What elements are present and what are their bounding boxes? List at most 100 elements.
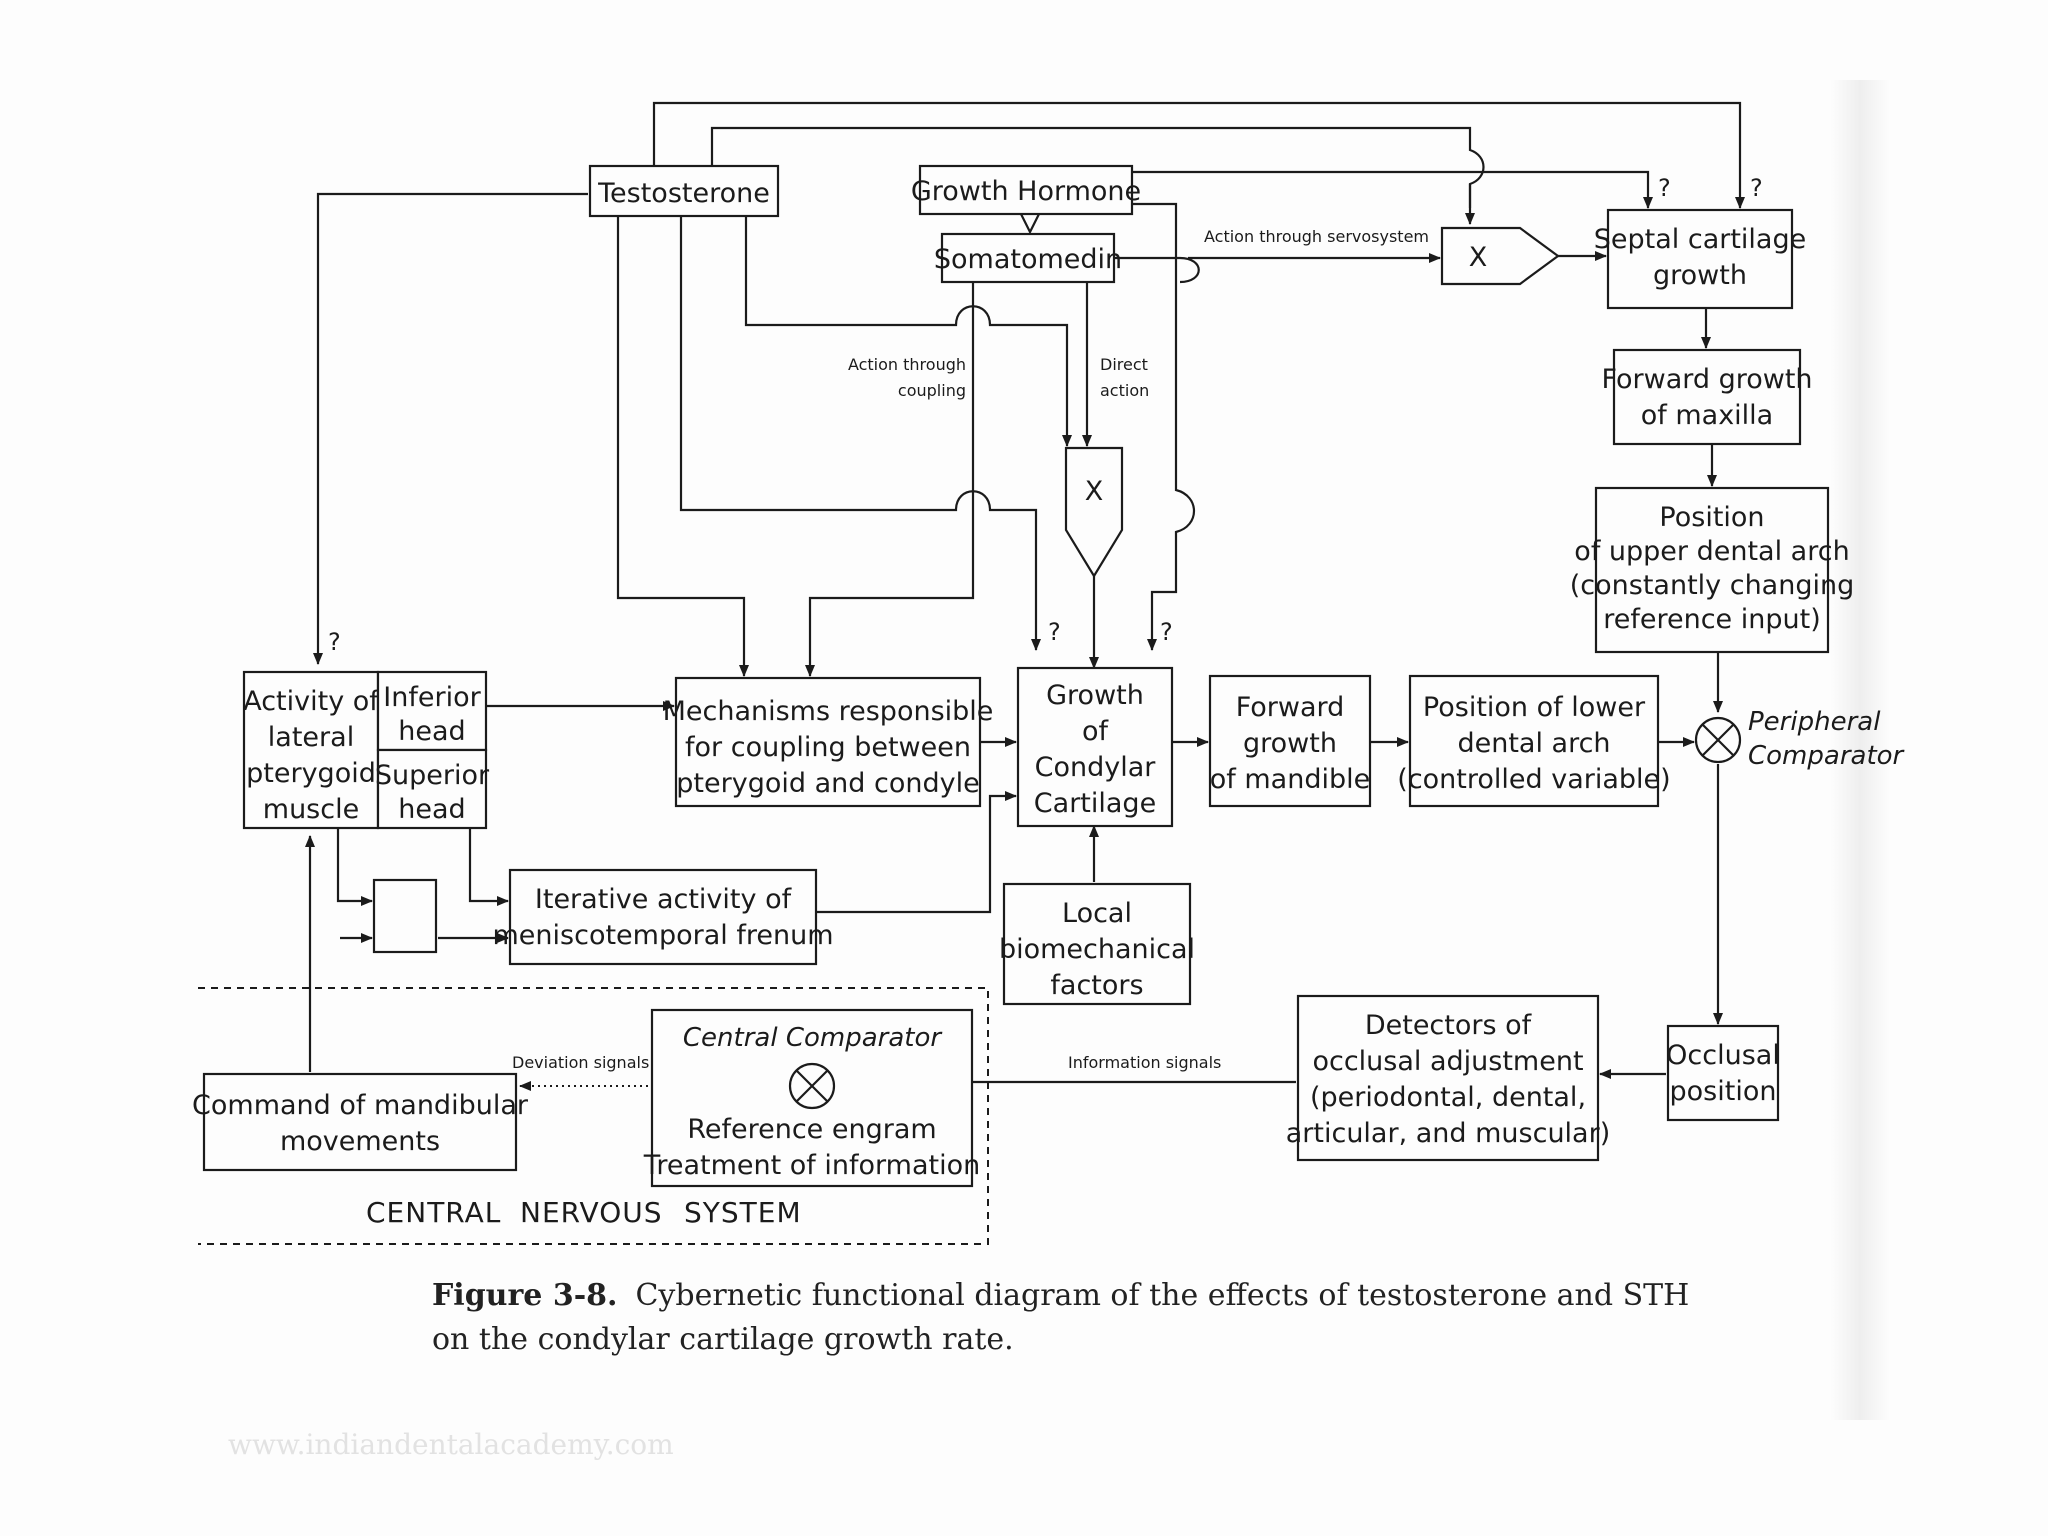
- septal-cartilage-box: Septal cartilage growth: [1594, 208, 1806, 310]
- command-label-2: movements: [280, 1126, 440, 1157]
- upper-arch-label-4: reference input): [1603, 604, 1821, 635]
- gh-to-condylar-line: [1132, 202, 1195, 651]
- coupling-action-label-2: coupling: [898, 381, 966, 400]
- maxilla-box: Forward growth of maxilla: [1601, 348, 1813, 446]
- inferior-head-box: Inferior head: [376, 670, 488, 752]
- lower-arch-box: Position of lower dental arch (controlle…: [1397, 674, 1671, 808]
- frenum-label-2: meniscotemporal frenum: [493, 920, 834, 951]
- detectors-label-2: occlusal adjustment: [1312, 1046, 1583, 1077]
- occlusal-position-box: Occlusal position: [1666, 1024, 1780, 1122]
- peripheral-label-1: Peripheral: [1748, 707, 1881, 737]
- somatomedin-servo-line: [1115, 256, 1200, 284]
- mandible-label-1: Forward: [1236, 692, 1345, 723]
- servo-multiplier-block: X: [1440, 226, 1560, 286]
- peripheral-comparator: Peripheral Comparator: [1694, 707, 1906, 771]
- septal-label-2: growth: [1653, 260, 1747, 291]
- local-factors-box: Local biomechanical factors: [999, 882, 1195, 1006]
- figure-number: Figure 3-8.: [432, 1278, 618, 1313]
- testosterone-to-multiplier-line: [710, 126, 1485, 208]
- testosterone-to-septal-line: [652, 101, 1745, 209]
- lower-arch-label-3: (controlled variable): [1397, 764, 1670, 795]
- peripheral-label-2: Comparator: [1748, 741, 1906, 771]
- pterygoid-label-2: lateral: [268, 722, 354, 753]
- pterygoid-to-small-box-line: [336, 828, 373, 906]
- direct-multiplier-label: X: [1085, 476, 1104, 507]
- mandible-label-2: growth: [1243, 728, 1337, 759]
- figure-caption: Figure 3-8.Cybernetic functional diagram…: [432, 1274, 1692, 1362]
- cns-label-system: SYSTEM: [684, 1196, 802, 1229]
- condylar-label-4: Cartilage: [1034, 788, 1156, 819]
- somatomedin-label: Somatomedin: [934, 244, 1122, 275]
- growth-hormone-box: Growth Hormone: [911, 164, 1141, 216]
- lower-arch-label-2: dental arch: [1457, 728, 1610, 759]
- occlusal-label-2: position: [1670, 1076, 1777, 1107]
- occlusal-label-1: Occlusal: [1666, 1040, 1780, 1071]
- inferior-head-label-2: head: [398, 716, 465, 747]
- condylar-unknown-mark-1: ?: [1048, 618, 1061, 646]
- detectors-label-4: articular, and muscular): [1286, 1118, 1611, 1149]
- superior-head-box: Superior head: [375, 748, 490, 830]
- gh-to-septal-line: [1132, 170, 1653, 209]
- condylar-unknown-mark-2: ?: [1160, 618, 1173, 646]
- detectors-label-1: Detectors of: [1365, 1010, 1533, 1041]
- maxilla-label-1: Forward growth: [1601, 364, 1812, 395]
- cns-label-nervous: NERVOUS: [520, 1196, 663, 1229]
- coupling-label-1: Mechanisms responsible: [663, 696, 994, 727]
- local-label-1: Local: [1062, 898, 1132, 929]
- growth-hormone-label: Growth Hormone: [911, 176, 1141, 207]
- detectors-label-3: (periodontal, dental,: [1310, 1082, 1586, 1113]
- upper-arch-box: Position of upper dental arch (constantl…: [1570, 486, 1854, 654]
- testosterone-box: Testosterone: [588, 164, 780, 218]
- superior-to-frenum-line: [468, 828, 509, 906]
- mandible-growth-box: Forward growth of mandible: [1208, 674, 1372, 808]
- connectors: [305, 101, 1745, 1091]
- condylar-label-1: Growth: [1046, 680, 1144, 711]
- condylar-growth-box: Growth of Condylar Cartilage: [1016, 666, 1174, 828]
- information-signals-label: Information signals: [1068, 1053, 1221, 1072]
- reference-label-2: Treatment of information: [643, 1150, 980, 1181]
- central-comparator-box: Central Comparator Reference engram Trea…: [643, 1008, 980, 1188]
- testosterone-to-pterygoid-line: [313, 192, 588, 665]
- upper-arch-label-1: Position: [1659, 502, 1764, 533]
- inferior-head-label-1: Inferior: [383, 682, 481, 713]
- local-label-2: biomechanical: [999, 934, 1195, 965]
- superior-head-label-1: Superior: [375, 760, 490, 791]
- pterygoid-label-1: Activity of: [243, 686, 380, 717]
- cns-boundary: [198, 987, 989, 1245]
- direct-action-label-2: action: [1100, 381, 1149, 400]
- septal-unknown-mark-1: ?: [1658, 174, 1671, 202]
- central-comparator-label: Central Comparator: [683, 1023, 943, 1053]
- page-gutter-shadow: [1830, 80, 1890, 1420]
- lateral-pterygoid-box: Activity of lateral pterygoid muscle: [242, 670, 380, 830]
- reference-label-1: Reference engram: [687, 1114, 936, 1145]
- gh-to-somatomedin-line: [1019, 211, 1041, 235]
- pterygoid-unknown-mark: ?: [328, 628, 341, 656]
- direct-action-label-1: Direct: [1100, 355, 1148, 374]
- coupling-label-3: pterygoid and condyle: [676, 768, 979, 799]
- pterygoid-label-3: pterygoid: [246, 758, 376, 789]
- condylar-label-3: Condylar: [1035, 752, 1157, 783]
- testosterone-label: Testosterone: [597, 178, 770, 209]
- command-box: Command of mandibular movements: [192, 1072, 529, 1172]
- cns-label-central: CENTRAL: [366, 1196, 501, 1229]
- command-label-1: Command of mandibular: [192, 1090, 529, 1121]
- coupling-mechanisms-box: Mechanisms responsible for coupling betw…: [663, 676, 994, 808]
- servosystem-label: Action through servosystem: [1204, 227, 1429, 246]
- frenum-label-1: Iterative activity of: [535, 884, 793, 915]
- somatomedin-box: Somatomedin: [934, 232, 1122, 284]
- septal-label-1: Septal cartilage: [1594, 224, 1806, 255]
- watermark: www.indiandentalacademy.com: [228, 1428, 674, 1461]
- superior-head-label-2: head: [398, 794, 465, 825]
- testosterone-to-coupling-line: [616, 216, 749, 677]
- upper-arch-label-2: of upper dental arch: [1574, 536, 1849, 567]
- coupling-label-2: for coupling between: [685, 732, 971, 763]
- frenum-to-condylar-line: [816, 791, 1017, 914]
- septal-unknown-mark-2: ?: [1750, 174, 1763, 202]
- local-label-3: factors: [1050, 970, 1143, 1001]
- direct-multiplier-block: X: [1064, 446, 1124, 579]
- pterygoid-label-4: muscle: [263, 794, 359, 825]
- somatomedin-coupling-line: [805, 282, 975, 677]
- small-relay-box: [372, 878, 438, 954]
